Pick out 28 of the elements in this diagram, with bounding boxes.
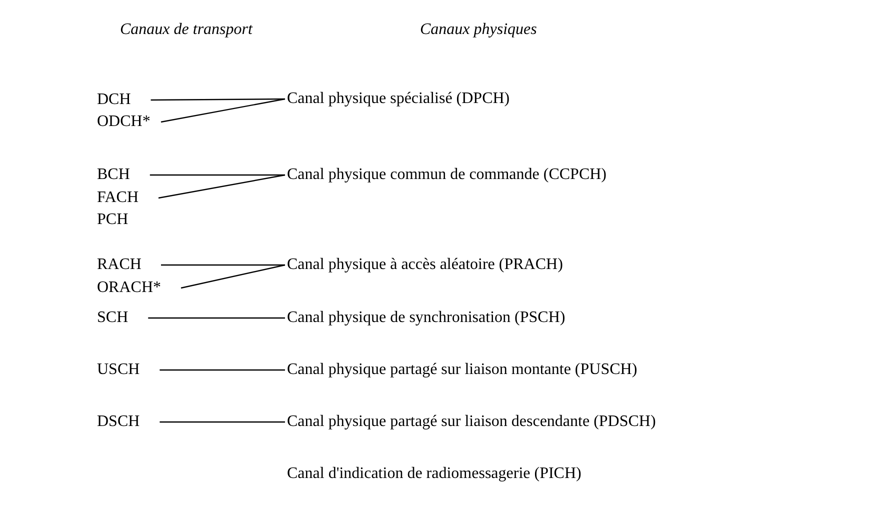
connector-line xyxy=(148,317,285,319)
physical-channel-label: Canal physique de synchronisation (PSCH) xyxy=(287,308,566,328)
transport-channel-label: RACH xyxy=(97,255,163,275)
transport-channel-label: FACH xyxy=(97,188,163,208)
connector-line xyxy=(160,98,286,123)
physical-channel-label: Canal d'indication de radiomessagerie (PICH) xyxy=(287,464,582,484)
connector-line xyxy=(160,421,285,423)
transport-channel-label: ODCH* xyxy=(97,112,163,132)
connector-line xyxy=(180,264,286,289)
column-heading: Canaux de transport xyxy=(120,20,252,40)
connector-line xyxy=(158,174,286,199)
transport-channel-label: USCH xyxy=(97,360,165,380)
connector-line xyxy=(150,174,285,176)
physical-channel-label: Canal physique partagé sur liaison montante (PUSCH) xyxy=(287,360,638,380)
transport-channel-label: DSCH xyxy=(97,412,165,432)
column-heading: Canaux physiques xyxy=(420,20,537,40)
physical-channel-label: Canal physique spécialisé (DPCH) xyxy=(287,89,510,109)
connector-line xyxy=(161,264,285,266)
physical-channel-label: Canal physique commun de commande (CCPCH) xyxy=(287,165,607,185)
connector-line xyxy=(160,369,285,371)
physical-channel-label: Canal physique à accès aléatoire (PRACH) xyxy=(287,255,563,275)
transport-channel-label: ORACH* xyxy=(97,278,200,298)
connector-line xyxy=(150,98,285,101)
transport-channel-label: DCH xyxy=(97,90,163,110)
physical-channel-label: Canal physique partagé sur liaison descendante (PDSCH) xyxy=(287,412,656,432)
transport-channel-label: BCH xyxy=(97,165,163,185)
transport-channel-label: SCH xyxy=(97,308,165,328)
transport-channel-label: PCH xyxy=(97,210,128,230)
